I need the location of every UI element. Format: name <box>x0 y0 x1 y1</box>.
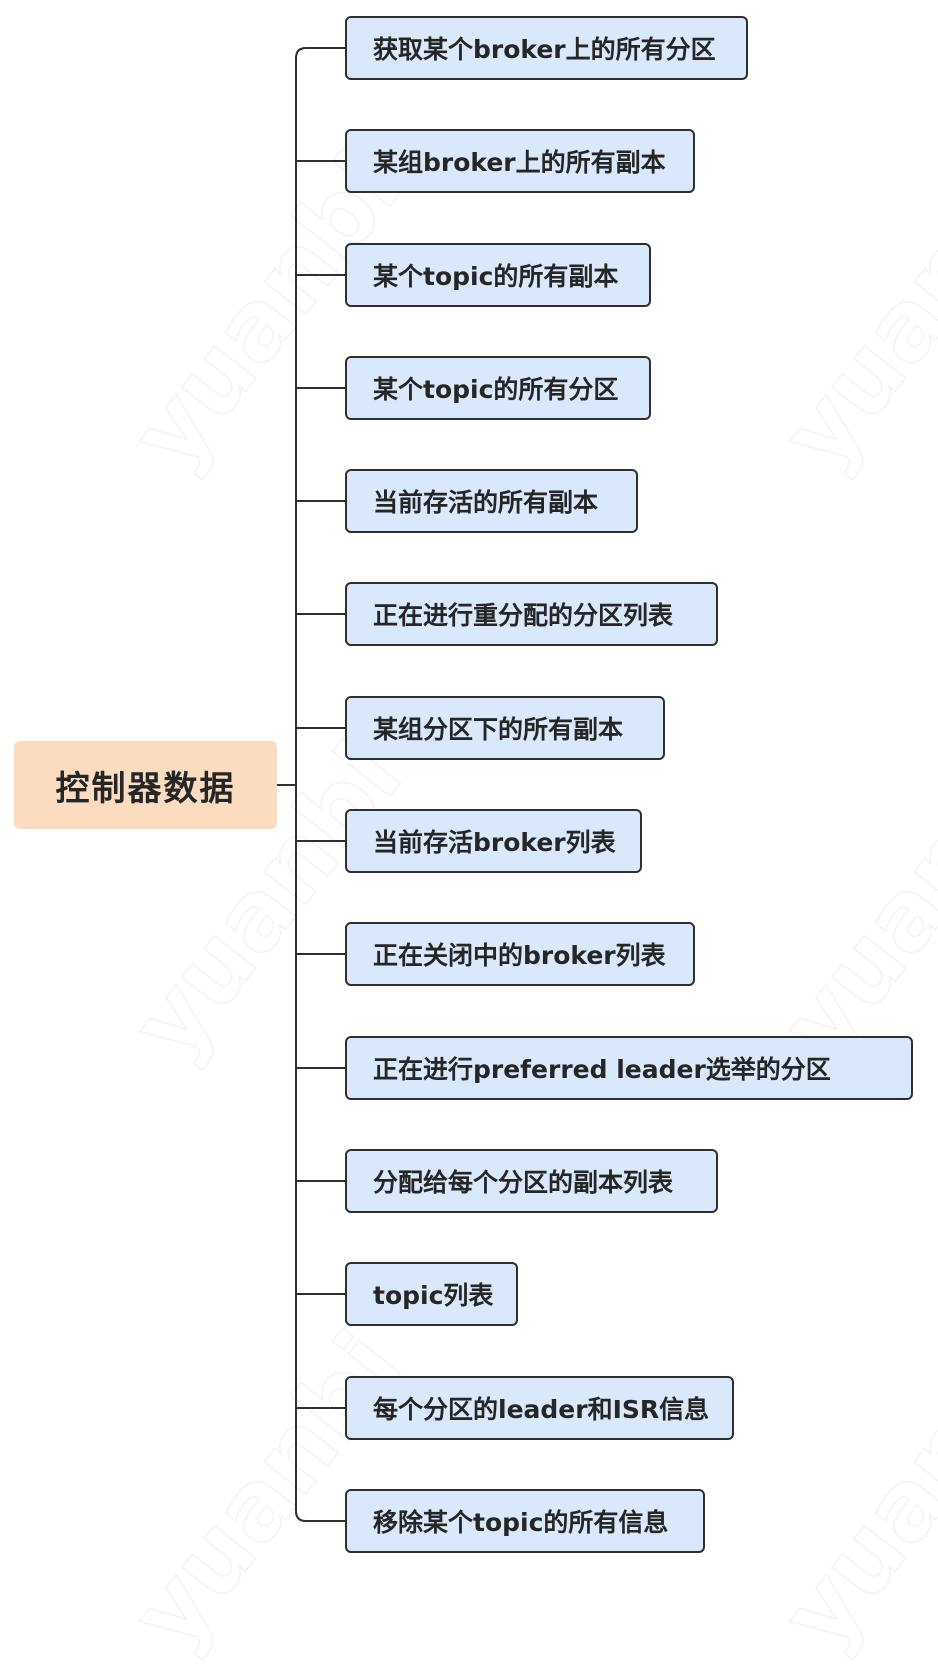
child-node[interactable]: 当前存活broker列表 <box>345 809 642 873</box>
child-node[interactable]: 获取某个broker上的所有分区 <box>345 16 748 80</box>
child-node-label: 正在进行preferred leader选举的分区 <box>373 1055 831 1084</box>
child-node[interactable]: 某组broker上的所有副本 <box>345 129 695 193</box>
child-node-label: 某组分区下的所有副本 <box>373 715 624 744</box>
child-node[interactable]: 正在关闭中的broker列表 <box>345 922 695 986</box>
child-node-label: 移除某个topic的所有信息 <box>373 1508 669 1537</box>
child-node[interactable]: topic列表 <box>345 1262 518 1326</box>
child-node[interactable]: 正在进行重分配的分区列表 <box>345 582 718 646</box>
child-node[interactable]: 某个topic的所有副本 <box>345 243 651 307</box>
child-node-label: 正在关闭中的broker列表 <box>373 941 666 970</box>
child-node-label: 某组broker上的所有副本 <box>373 148 666 177</box>
child-node-label: 当前存活的所有副本 <box>373 488 599 517</box>
child-node-label: 每个分区的leader和ISR信息 <box>373 1395 710 1424</box>
child-node[interactable]: 正在进行preferred leader选举的分区 <box>345 1036 913 1100</box>
mindmap-connectors <box>277 47 345 1522</box>
child-node-label: 当前存活broker列表 <box>373 828 616 857</box>
root-node[interactable]: 控制器数据 <box>14 741 277 829</box>
child-node-label: 某个topic的所有副本 <box>373 262 619 291</box>
child-node[interactable]: 当前存活的所有副本 <box>345 469 638 533</box>
child-node[interactable]: 某个topic的所有分区 <box>345 356 651 420</box>
child-node-label: 获取某个broker上的所有分区 <box>373 35 716 64</box>
child-node[interactable]: 移除某个topic的所有信息 <box>345 1489 705 1553</box>
child-node[interactable]: 每个分区的leader和ISR信息 <box>345 1376 734 1440</box>
child-node-label: 分配给每个分区的副本列表 <box>373 1168 674 1197</box>
child-node-label: 某个topic的所有分区 <box>373 375 619 404</box>
child-node-label: 正在进行重分配的分区列表 <box>373 601 674 630</box>
child-node[interactable]: 分配给每个分区的副本列表 <box>345 1149 718 1213</box>
child-node-label: topic列表 <box>373 1281 494 1310</box>
root-node-label: 控制器数据 <box>55 768 236 809</box>
child-node[interactable]: 某组分区下的所有副本 <box>345 696 665 760</box>
trunk-connector <box>295 47 307 1522</box>
